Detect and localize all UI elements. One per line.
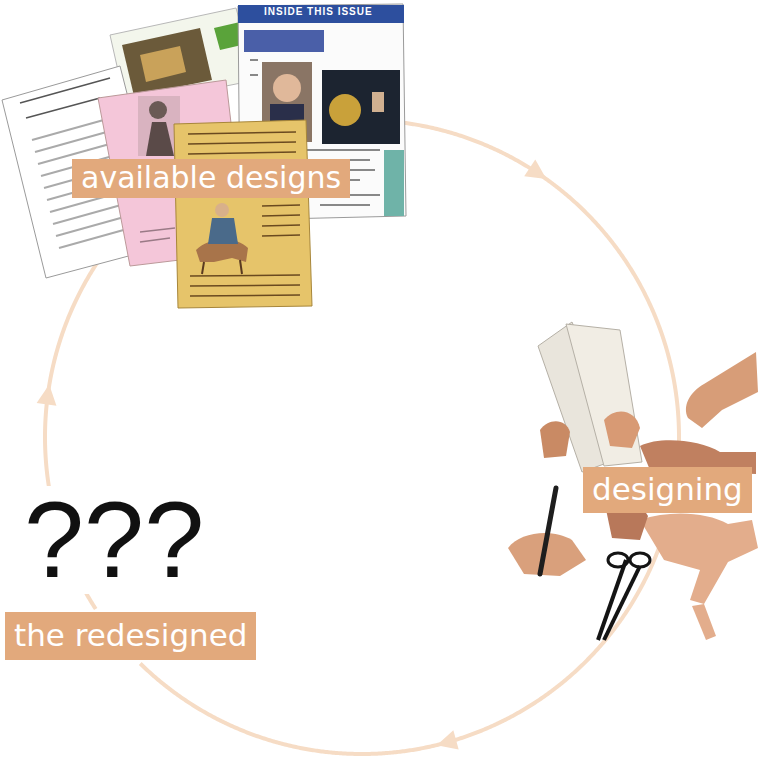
arrow-head	[524, 160, 546, 179]
label-box: the redesigned	[5, 612, 256, 660]
question-marks: ???	[22, 486, 206, 594]
arrow-head	[437, 730, 459, 749]
designing-hands-illustration	[508, 322, 758, 640]
magazine-heading: INSIDE THIS ISSUE	[262, 7, 375, 17]
stage-label: designing	[592, 472, 743, 508]
label-box: available designs	[72, 159, 350, 198]
label-box: designing	[583, 467, 752, 513]
stage-label: the redesigned	[14, 618, 247, 654]
arrow-head	[37, 385, 57, 406]
stage-label: available designs	[81, 161, 341, 196]
manuscript-clipping	[174, 120, 312, 308]
